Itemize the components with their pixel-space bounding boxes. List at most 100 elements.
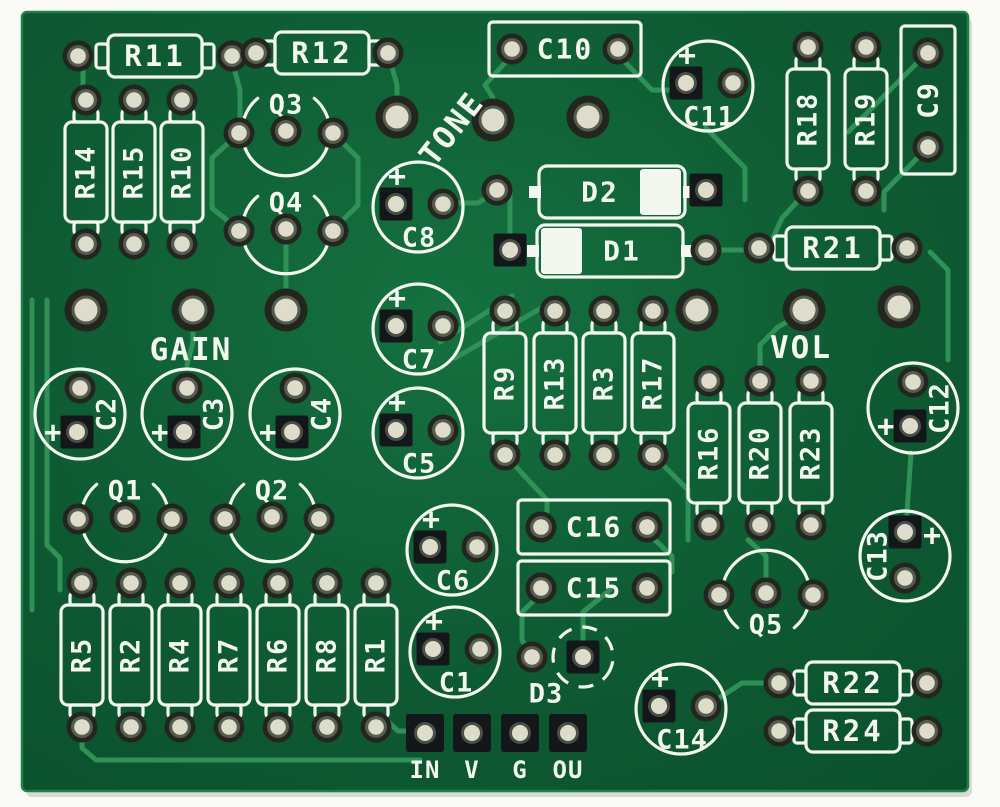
polarity-plus: + (259, 416, 277, 451)
pad-hole (678, 75, 694, 91)
pad-hole (533, 580, 549, 596)
pad-hole (435, 196, 451, 212)
pot-pad (877, 285, 921, 329)
solder-pad-round (690, 234, 722, 266)
resistor-outline (630, 331, 676, 435)
solder-pad-round (693, 509, 725, 541)
silkscreen-label-c1: C1 (439, 668, 474, 699)
solder-pad-round (717, 67, 749, 99)
resistor-outline (108, 603, 154, 707)
pad-hole (899, 240, 915, 256)
silkscreen-label-r9: R9 (490, 365, 521, 402)
pad-hole (464, 725, 480, 741)
solder-pad-round (427, 414, 459, 446)
solder-pad-square (413, 530, 447, 564)
silkscreen-label-q5: Q5 (749, 610, 784, 641)
resistor-outline (843, 67, 889, 171)
pad-hole (380, 45, 396, 61)
pad-hole (278, 123, 294, 139)
silkscreen-label-q1: Q1 (108, 476, 143, 507)
solder-pad-round (850, 175, 882, 207)
pad-hole (217, 511, 233, 527)
pad-hole (74, 575, 90, 591)
solder-pad-round (489, 295, 521, 327)
pad-hole (284, 424, 300, 440)
pad-hole (725, 75, 741, 91)
silkscreen-label-c13: C13 (863, 530, 894, 582)
polarity-plus: + (388, 160, 406, 195)
pad-hole (248, 45, 264, 61)
solder-pad-round (637, 295, 669, 327)
pad-hole (919, 723, 935, 739)
pad-hole (792, 298, 816, 322)
solder-pad-round (631, 511, 663, 543)
solder-pad-round (891, 232, 923, 264)
solder-pad-round (763, 667, 795, 699)
pad-hole (481, 108, 505, 132)
solder-pad-round (164, 711, 196, 743)
polarity-plus: + (422, 503, 440, 538)
resistor-outline (353, 603, 399, 707)
resistor-outline (785, 67, 831, 171)
solder-pad-round (525, 572, 557, 604)
resistor-outline (788, 401, 834, 505)
solder-pad-round (744, 509, 776, 541)
pad-hole (504, 41, 520, 57)
solder-pad-round (213, 567, 245, 599)
pad-hole (576, 105, 600, 129)
silkscreen-label-q3: Q3 (269, 90, 304, 121)
solder-pad-round (744, 365, 776, 397)
solder-pad-square (493, 233, 527, 267)
silkscreen-label-c11: C11 (683, 102, 735, 133)
silkscreen-label-r18: R18 (793, 92, 824, 147)
pad-hole (698, 242, 714, 258)
pad-hole (771, 723, 787, 739)
pot-pad (264, 288, 308, 332)
solder-pad-round (66, 711, 98, 743)
pad-hole (176, 424, 192, 440)
copper-trace (927, 249, 951, 363)
solder-pad-round (171, 372, 203, 404)
silkscreen-label-r23: R23 (796, 426, 827, 481)
pad-hole (224, 48, 240, 64)
pad-hole (858, 183, 874, 199)
resistor-outline (255, 603, 301, 707)
solder-pad-round (539, 439, 571, 471)
silkscreen-label-io-v: V (464, 756, 479, 784)
diode-outline (535, 223, 685, 279)
pad-hole (639, 519, 655, 535)
polarity-plus: + (388, 282, 406, 317)
solder-pad-square (167, 415, 201, 449)
solder-pad-round (763, 715, 795, 747)
pad-hole (524, 649, 540, 665)
pad-hole (172, 719, 188, 735)
solder-pad-round (588, 295, 620, 327)
resistor-outline (304, 603, 350, 707)
solder-pad-round (525, 511, 557, 543)
silkscreen-label-c5: C5 (402, 449, 437, 480)
electrolytic-outline (248, 367, 342, 461)
capacitor-outline (516, 498, 672, 556)
solder-pad-round (270, 115, 302, 147)
pad-hole (325, 223, 341, 239)
pad-hole (435, 422, 451, 438)
solder-pad-round (166, 228, 198, 260)
pot-pad (171, 288, 215, 332)
solder-pad-round (213, 711, 245, 743)
solder-pad-square (406, 714, 444, 752)
pad-hole (270, 719, 286, 735)
diode-cathode-ring (551, 625, 615, 689)
solder-pad-square (60, 415, 94, 449)
pad-hole (319, 719, 335, 735)
silkscreen-label-io-g: G (512, 756, 527, 784)
pad-hole (388, 318, 404, 334)
solder-pad-round (850, 31, 882, 63)
pad-hole (701, 517, 717, 533)
solder-pad-square (566, 640, 600, 674)
solder-pad-square (275, 415, 309, 449)
silkscreen-label-c16: C16 (566, 511, 623, 544)
copper-trace (580, 587, 613, 643)
pad-hole (645, 447, 661, 463)
silkscreen-label-r21: R21 (802, 231, 863, 265)
